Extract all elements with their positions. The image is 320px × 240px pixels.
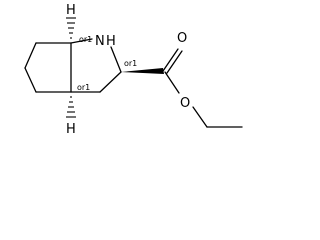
stereo-label-bottom-bridgehead: or1 xyxy=(77,83,90,92)
hashed-wedge-bottom-h xyxy=(66,96,76,118)
bond-n-c2 xyxy=(110,46,122,73)
atom-label-ester-oxygen: O xyxy=(180,96,190,111)
bond-carbonyl-double-2 xyxy=(166,50,183,74)
ester-group xyxy=(162,48,243,128)
bond-c-o-ester xyxy=(164,71,180,94)
bond-c5-c4 xyxy=(24,67,37,93)
cyclopentane-ring xyxy=(24,42,72,93)
bold-wedge-c2-carboxyl xyxy=(121,68,164,74)
bond-carbonyl-double-1 xyxy=(162,48,179,72)
bond-c6a-n xyxy=(70,38,93,44)
atom-label-bridgehead-h-top: H xyxy=(66,3,76,18)
atom-label-nitrogen: N xyxy=(95,34,105,49)
atom-label-nitrogen-hydrogen: H xyxy=(106,34,116,49)
bond-c6-c5 xyxy=(24,42,37,69)
molecule-structure-diagram: N H O O H H or1 or1 or1 xyxy=(24,3,243,137)
bond-o-ch2 xyxy=(192,106,208,128)
stereo-label-alpha-carbon: or1 xyxy=(124,59,137,68)
atom-label-bridgehead-h-bottom: H xyxy=(66,122,76,137)
hashed-wedge-top-h xyxy=(66,17,76,39)
pyrrolidine-ring xyxy=(70,38,122,93)
bond-c2-c3 xyxy=(99,71,122,93)
atom-label-carbonyl-oxygen: O xyxy=(177,31,187,46)
stereo-label-top-bridgehead: or1 xyxy=(79,35,92,44)
